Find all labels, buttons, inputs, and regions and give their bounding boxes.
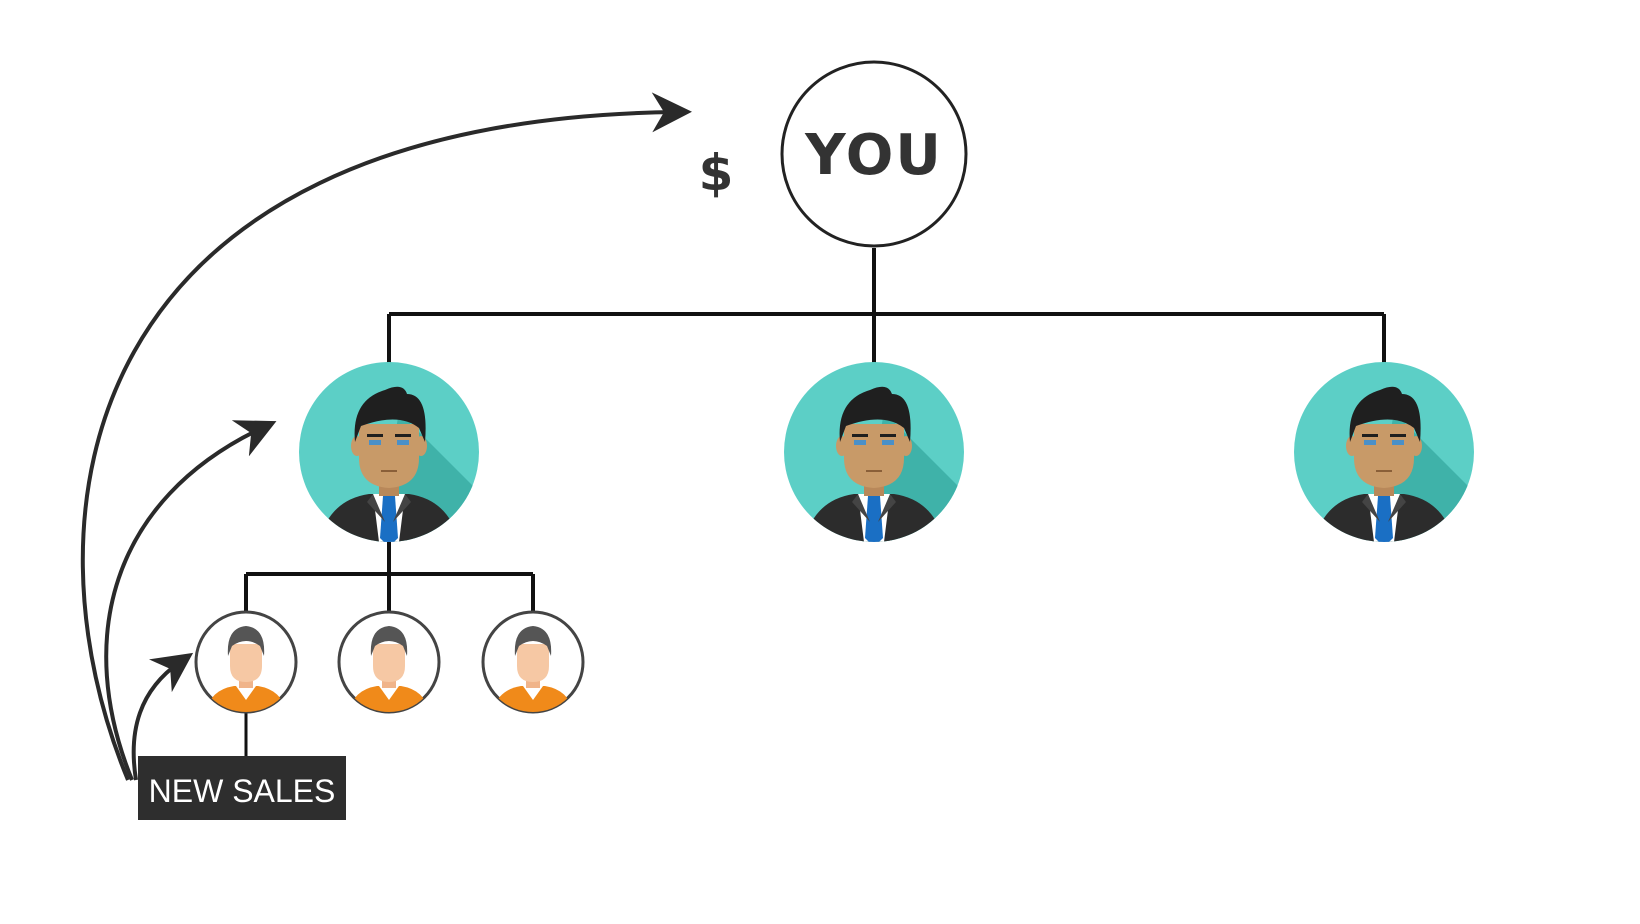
level2-member-center-avatar (339, 612, 439, 712)
root-node: YOU (782, 62, 966, 246)
arrow-to-level1 (106, 428, 262, 780)
level1-member-left-avatar (299, 362, 519, 582)
level2-member-right-avatar (483, 612, 583, 712)
new-sales-badge: NEW SALES (138, 756, 346, 820)
level1-member-center-avatar (784, 362, 1004, 582)
level2-member-left-avatar (196, 612, 296, 712)
new-sales-label: NEW SALES (149, 773, 336, 809)
dollar-sign: $ (699, 144, 734, 202)
level1-member-right-avatar (1294, 362, 1514, 582)
root-label: YOU (804, 123, 943, 188)
